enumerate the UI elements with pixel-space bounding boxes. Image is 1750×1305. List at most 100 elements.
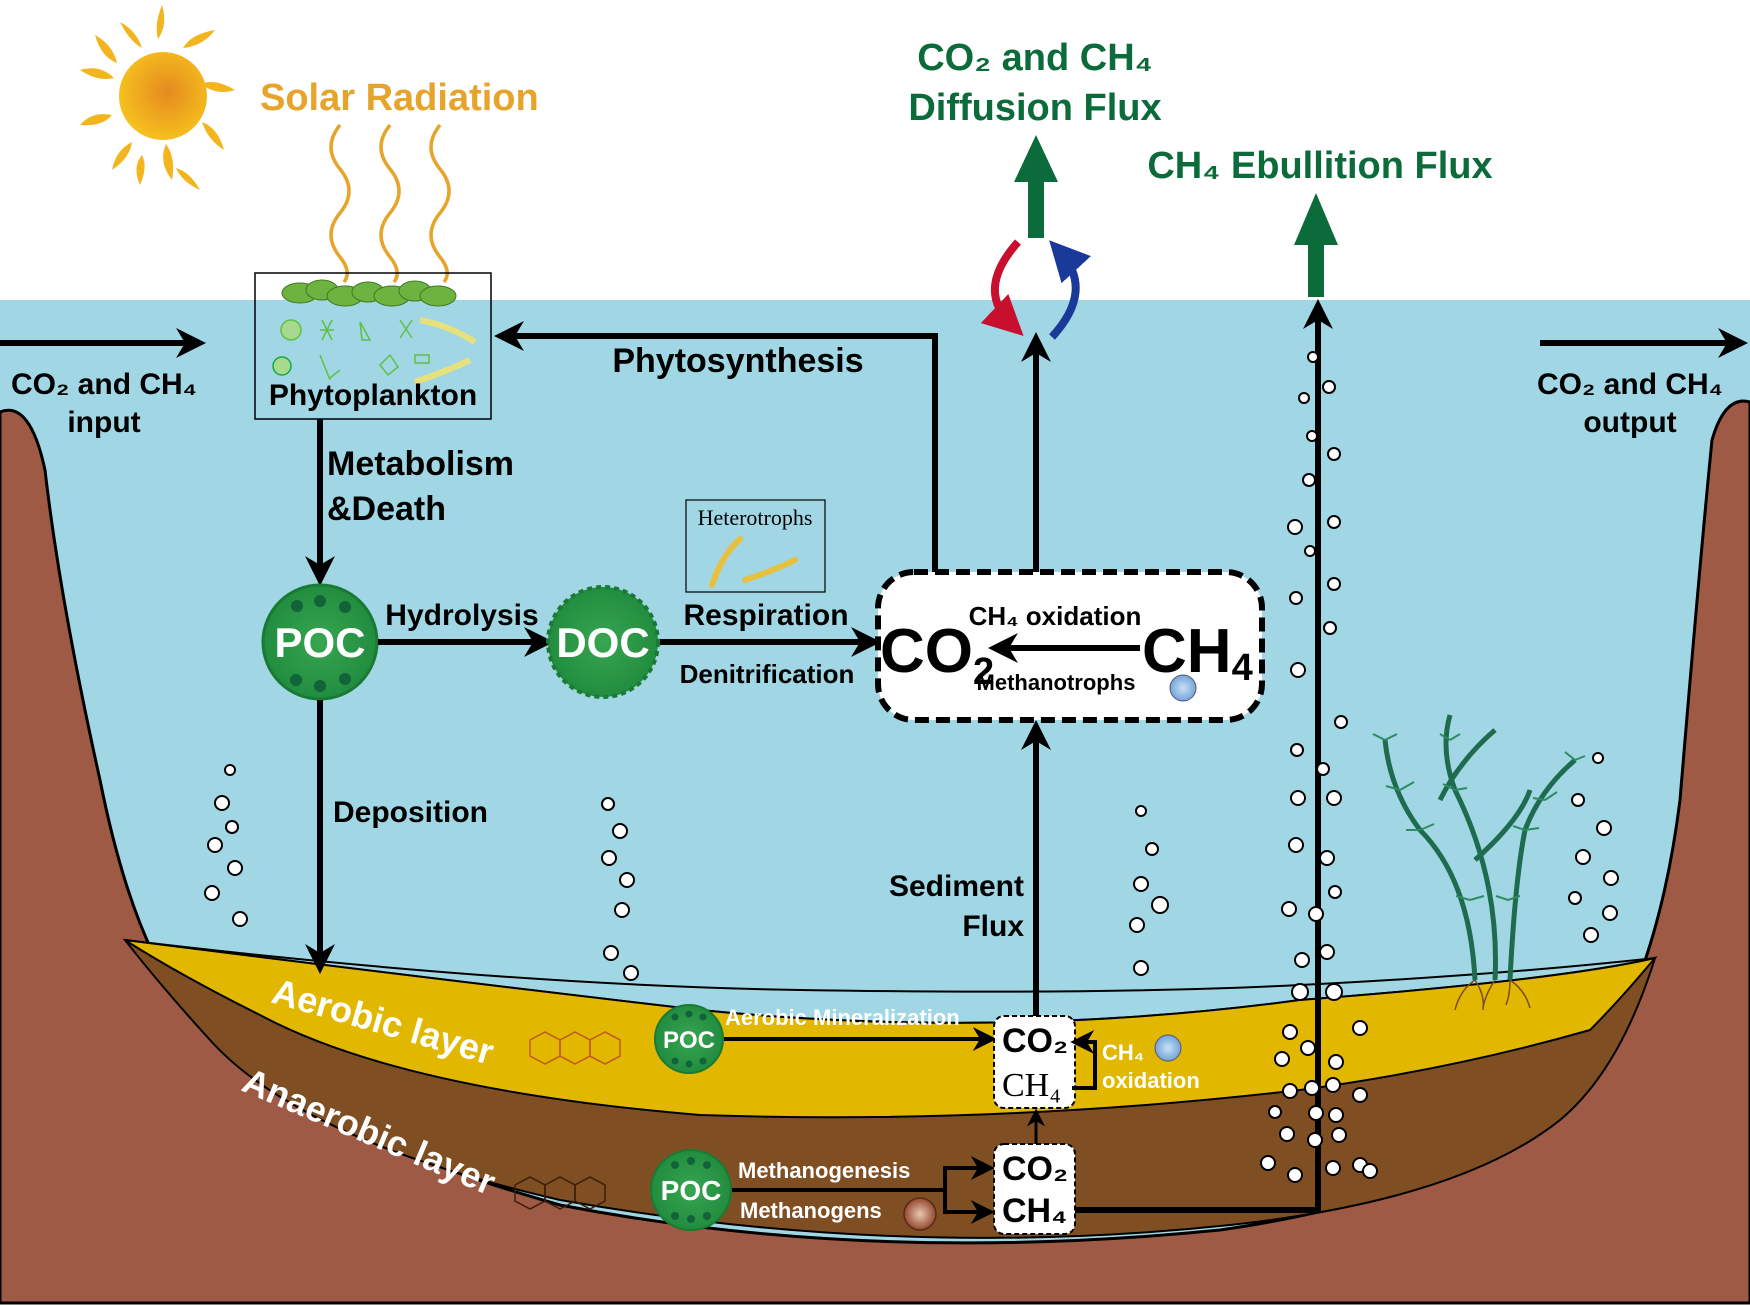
- bubble: [1307, 1132, 1323, 1148]
- bubble: [1583, 927, 1599, 943]
- input-label-line2: input: [67, 406, 140, 439]
- methanotrophs-label: Methanotrophs: [977, 670, 1136, 695]
- sediment-ch4-oxidation-label-line1: CH₄: [1102, 1040, 1144, 1065]
- humic-molecule-aerobic-icon: [529, 1031, 621, 1065]
- bubble: [214, 795, 230, 811]
- phytoplankton-cells-icon: [272, 317, 477, 385]
- methanogenesis-label: Methanogenesis: [738, 1158, 910, 1183]
- bubble: [1328, 885, 1342, 899]
- bubble: [1300, 1040, 1316, 1056]
- bubble: [1327, 515, 1341, 529]
- bubble: [1287, 1167, 1303, 1183]
- bubble: [601, 797, 615, 811]
- bubble: [1133, 960, 1149, 976]
- bubble: [1282, 1024, 1298, 1040]
- sun-icon: [80, 5, 235, 190]
- bubble: [1325, 1160, 1341, 1176]
- bubble: [623, 965, 639, 981]
- sediment-methanotroph-icon: [1154, 1034, 1182, 1062]
- aerobic-box-ch4: CH₄: [1002, 1067, 1061, 1104]
- bubble: [1289, 591, 1303, 605]
- heterotrophs-label: Heterotrophs: [698, 505, 813, 530]
- bubble: [1596, 820, 1612, 836]
- deposition-label: Deposition: [333, 796, 488, 829]
- bubble: [601, 850, 617, 866]
- bubble: [1281, 901, 1297, 917]
- diffusion-flux-label-line1: CO₂ and CH₄: [917, 37, 1153, 79]
- bubbles: [204, 351, 1619, 1183]
- bubble: [603, 945, 619, 961]
- anaerobic-gas-box: [993, 1143, 1076, 1235]
- sediment-flux-label-line2: Flux: [962, 910, 1024, 943]
- bubble: [232, 911, 248, 927]
- input-label-line1: CO₂ and CH₄: [11, 368, 197, 401]
- bubble: [1575, 849, 1591, 865]
- bubble: [1352, 1087, 1368, 1103]
- poc-anaerobic-node: [650, 1149, 732, 1231]
- bubble: [614, 902, 630, 918]
- poc-water-label: POC: [274, 619, 365, 666]
- bubble: [1304, 1080, 1320, 1096]
- bubble: [1352, 1020, 1368, 1036]
- phytosynthesis-arrow: [494, 321, 938, 572]
- diffusion-flux-arrow: [1014, 135, 1058, 238]
- bubble: [1307, 351, 1319, 363]
- bubble: [224, 764, 236, 776]
- diffusion-flux-label-line2: Diffusion Flux: [908, 87, 1161, 129]
- bubble: [1327, 577, 1341, 591]
- bubble: [1331, 1127, 1347, 1143]
- bubble: [1287, 519, 1303, 535]
- bubble: [1322, 380, 1336, 394]
- bubble: [1274, 1051, 1290, 1067]
- heterotrophs-box: [685, 499, 826, 593]
- bubble: [1306, 430, 1318, 442]
- bubble: [1291, 983, 1309, 1001]
- bubble: [1319, 944, 1335, 960]
- poc-aerobic-label: POC: [663, 1027, 715, 1054]
- bubble: [1290, 662, 1306, 678]
- bubble: [1294, 952, 1310, 968]
- aerobic-box-co2: CO₂: [1002, 1022, 1068, 1060]
- bubble: [1571, 793, 1585, 807]
- anaerobic-box-co2: CO₂: [1002, 1150, 1068, 1188]
- doc-node: [546, 585, 660, 699]
- gas-exchange-red-arrow: [980, 239, 1024, 337]
- anaerobic-box-ch4: CH₄: [1002, 1192, 1067, 1230]
- bubble: [227, 860, 243, 876]
- output-label-line1: CO₂ and CH₄: [1537, 368, 1723, 401]
- bubble: [1592, 752, 1604, 764]
- methanotroph-cell-icon: [1169, 674, 1197, 702]
- gas-exchange-blue-arrow: [1049, 240, 1091, 340]
- aerobic-mineralization-label: Aerobic Mineralization: [725, 1005, 960, 1030]
- bubble: [612, 823, 628, 839]
- bubble: [1325, 983, 1343, 1001]
- ebullition-pathway-arrow: [1075, 299, 1333, 1213]
- oxidation-box-ch4: CH4: [1142, 617, 1253, 689]
- bubble: [1298, 392, 1310, 404]
- bubble: [1362, 1163, 1378, 1179]
- bubble: [1325, 1077, 1341, 1093]
- aerobic-layer: [124, 939, 1658, 1119]
- bubble: [225, 820, 239, 834]
- bubble: [1327, 447, 1341, 461]
- bubble: [1328, 1107, 1344, 1123]
- respiration-label: Respiration: [683, 599, 848, 632]
- bubble: [1316, 762, 1330, 776]
- phytoplankton-box: [254, 272, 492, 420]
- poc-water-node: [261, 583, 379, 701]
- phytoplankton-label: Phytoplankton: [269, 379, 477, 412]
- bubble: [1603, 870, 1619, 886]
- bubble: [1302, 473, 1316, 487]
- methanogenesis-arrow: [732, 1156, 995, 1192]
- bubble: [1260, 1155, 1276, 1171]
- sediment-ch4-oxidation-arrow: [1070, 1030, 1097, 1090]
- bubble: [1290, 790, 1306, 806]
- bubble: [1308, 1105, 1324, 1121]
- ebullition-flux-arrow: [1294, 193, 1338, 297]
- bubble: [207, 837, 223, 853]
- phytosynthesis-label: Phytosynthesis: [612, 342, 863, 380]
- bubble: [1133, 876, 1149, 892]
- output-label-line2: output: [1583, 406, 1676, 439]
- bubble: [204, 885, 220, 901]
